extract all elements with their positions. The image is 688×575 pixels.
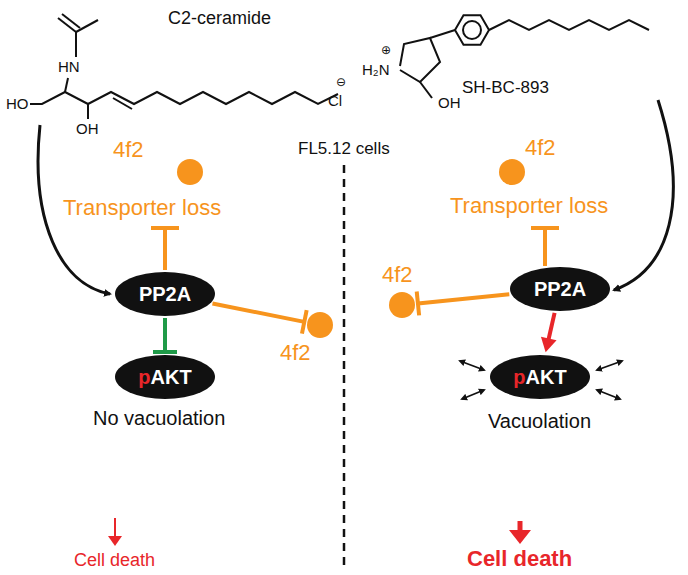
protein-name: pAKT: [513, 366, 566, 389]
charge-sign: ⊕: [381, 44, 391, 58]
outcome-label: Cell death: [74, 550, 155, 571]
vacuole: [378, 351, 422, 379]
inhibition-bar: [163, 228, 167, 270]
vacuole: [409, 443, 461, 471]
connector-line: [163, 318, 167, 352]
vacuole: [398, 479, 422, 495]
connector: [212, 303, 306, 333]
atom-label: OH: [76, 120, 99, 137]
cell-membrane: [18, 135, 330, 513]
connector-line: [548, 313, 554, 341]
protein-label: 4f2: [382, 262, 413, 287]
vacuole: [622, 327, 642, 343]
vacuole: [541, 470, 569, 490]
connector: [541, 313, 557, 352]
state-label: No vacuolation: [93, 407, 225, 430]
vacuole: [477, 493, 493, 505]
phospho-mark: p: [138, 366, 150, 388]
cell-membrane: [360, 135, 678, 517]
divider-line: [343, 165, 346, 570]
shbc-structure: [400, 15, 649, 98]
protein-label: 4f2: [280, 340, 311, 365]
inhibition-bar: [151, 228, 559, 270]
carbonyl-bond: [58, 18, 76, 32]
transporter-dot: 4f2: [389, 292, 415, 318]
atom-label: HN: [58, 58, 80, 75]
process-label: Transporter loss: [450, 193, 608, 218]
protein-name: PP2A: [139, 283, 191, 306]
transporter-dot: 4f2: [307, 312, 333, 338]
vacuole: [578, 446, 622, 474]
protein-label: 4f2: [113, 137, 144, 162]
inhibition-bar: [543, 228, 547, 266]
cell-outline: Transporter lossVacuolation4f24f2PP2ApAK…: [360, 135, 678, 517]
pyrrolidine-ring: [400, 38, 440, 82]
phenyl-ring: [455, 15, 489, 44]
atom-label: Cl: [328, 92, 342, 109]
cell-line-label: FL5.12 cells: [294, 139, 394, 159]
treatment-arrow: [614, 100, 673, 290]
inhibition-bar: [153, 350, 177, 354]
atom-label: H₂N: [362, 61, 390, 78]
connector-line: [212, 303, 304, 321]
oh-bond: [87, 104, 89, 119]
inhibition-bar: [302, 310, 307, 334]
arrowhead: [541, 337, 557, 352]
protein-ellipse: pAKT: [490, 355, 590, 399]
death-arrow: [114, 518, 116, 537]
protein-label: 4f2: [525, 135, 556, 160]
compound-name: SH-BC-893: [462, 78, 549, 98]
ceramide-structure: [30, 14, 338, 119]
cell-body: [362, 137, 676, 515]
process-label: Transporter loss: [63, 195, 221, 220]
amide-bond: [75, 32, 77, 57]
vacuole: [635, 352, 659, 388]
protein-ellipse: pAKT: [115, 355, 215, 399]
compound-name: C2-ceramide: [168, 8, 271, 29]
cell-outline: Transporter lossNo vacuolation4f2PP2A4f2…: [18, 135, 330, 513]
methyl-bond: [76, 20, 98, 32]
carbonyl-bond: [62, 14, 80, 28]
inhibition-bar: [151, 226, 179, 230]
double-arrow: [597, 361, 622, 370]
state-label: Vacuolation: [488, 410, 591, 433]
inhibition-bar: [417, 291, 419, 315]
vacuole: [379, 405, 411, 449]
outcome-label: Cell death: [467, 546, 572, 571]
double-arrow: [460, 361, 484, 370]
transporter-dot: 4f2: [177, 159, 203, 185]
double-bond: [113, 98, 132, 109]
death-arrowhead: [509, 530, 531, 544]
carbon-chain: [30, 92, 338, 104]
transporter-dot: 4f2: [499, 159, 525, 185]
phospho-mark: p: [513, 366, 525, 388]
protein-ellipse: PP2A: [510, 267, 610, 311]
double-arrow: [462, 390, 484, 399]
atom-label: OH: [438, 94, 461, 111]
inhibition-bar: [531, 226, 559, 230]
vacuole: [452, 461, 492, 485]
vacuole: [627, 411, 663, 459]
n-bond: [65, 78, 68, 92]
connector: [153, 318, 177, 352]
ch2-bond: [420, 82, 432, 98]
octyl-chain: [489, 20, 649, 30]
protein-name: PP2A: [534, 278, 586, 301]
vacuole: [416, 390, 444, 410]
vacuole: [642, 473, 662, 487]
charge-sign: ⊖: [336, 76, 346, 90]
aromatic-circle: [463, 21, 481, 39]
aryl-bond: [430, 30, 455, 38]
death-arrowhead: [108, 536, 122, 546]
connector: [417, 291, 510, 315]
protein-ellipse: PP2A: [115, 272, 215, 316]
connector-line: [418, 294, 509, 303]
vacuole: [486, 448, 538, 478]
vacuole: [563, 493, 587, 507]
double-arrow: [597, 390, 620, 399]
atom-label: HO: [6, 95, 29, 112]
protein-name: pAKT: [138, 366, 191, 389]
cell-body: [20, 137, 328, 511]
